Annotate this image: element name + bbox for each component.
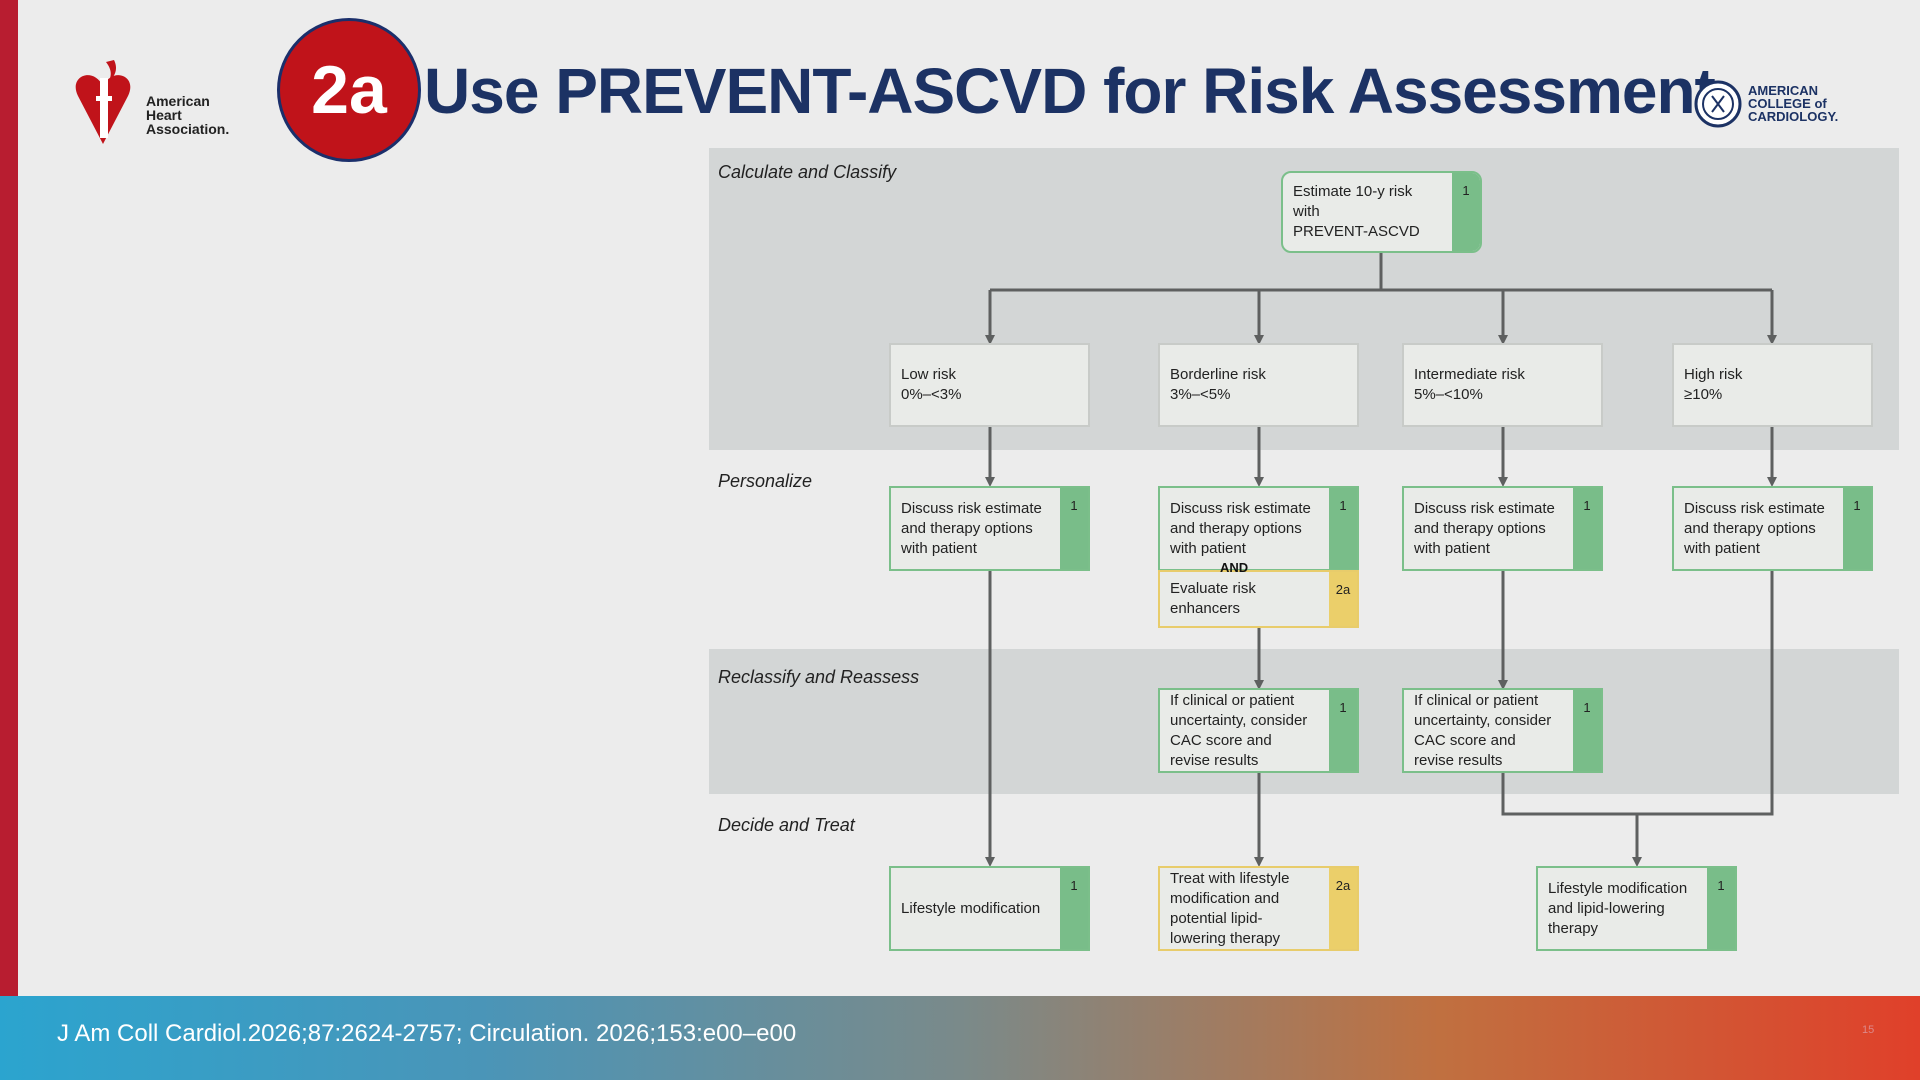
class-badge: 2a xyxy=(277,18,421,162)
class-1-tag: 1 xyxy=(1060,488,1088,569)
lifestyle-lipid-node: Lifestyle modification and lipid-lowerin… xyxy=(1536,866,1737,951)
section-personalize: Personalize xyxy=(718,471,813,491)
class-1-tag: 1 xyxy=(1329,488,1357,569)
class-1-tag: 1 xyxy=(1573,690,1601,771)
discuss-low-node: Discuss risk estimate and therapy option… xyxy=(889,486,1090,571)
section-reclassify: Reclassify and Reassess xyxy=(718,667,920,687)
class-2a-tag: 2a xyxy=(1329,572,1357,626)
aha-logo-icon xyxy=(75,60,131,144)
aha-logo-text: American Heart Association. xyxy=(146,93,230,137)
section-decide: Decide and Treat xyxy=(718,815,855,835)
treat-borderline-node: Treat with lifestyle modification and po… xyxy=(1158,866,1359,951)
and-connector-label: AND xyxy=(1220,560,1249,575)
risk-enhancers-node: Evaluate risk enhancers 2a xyxy=(1158,570,1359,628)
class-1-tag: 1 xyxy=(1843,488,1871,569)
page-title: Use PREVENT-ASCVD for Risk Assessment xyxy=(424,55,1716,127)
class-1-tag: 1 xyxy=(1452,173,1480,251)
lifestyle-node: Lifestyle modification 1 xyxy=(889,866,1090,951)
class-2a-tag: 2a xyxy=(1329,868,1357,949)
class-1-tag: 1 xyxy=(1060,868,1088,949)
acc-logo-text: AMERICAN COLLEGE of CARDIOLOGY. xyxy=(1748,83,1839,124)
discuss-high-node: Discuss risk estimate and therapy option… xyxy=(1672,486,1873,571)
citation-text: J Am Coll Cardiol.2026;87:2624-2757; Cir… xyxy=(57,1020,797,1047)
discuss-borderline-node: Discuss risk estimate and therapy option… xyxy=(1158,486,1359,571)
accent-bar xyxy=(0,0,18,996)
discuss-intermediate-node: Discuss risk estimate and therapy option… xyxy=(1402,486,1603,571)
class-1-tag: 1 xyxy=(1707,868,1735,949)
section-calculate: Calculate and Classify xyxy=(718,162,897,182)
footer-bar xyxy=(0,996,1920,1080)
acc-seal-icon xyxy=(1694,80,1742,128)
page-number: 15 xyxy=(1862,1024,1875,1036)
cac-intermediate-node: If clinical or patient uncertainty, cons… xyxy=(1402,688,1603,773)
high-risk-node: High risk≥10% xyxy=(1672,343,1873,427)
class-1-tag: 1 xyxy=(1329,690,1357,771)
estimate-risk-node: Estimate 10-y risk with PREVENT-ASCVD 1 xyxy=(1281,171,1482,253)
cac-borderline-node: If clinical or patient uncertainty, cons… xyxy=(1158,688,1359,773)
class-1-tag: 1 xyxy=(1573,488,1601,569)
